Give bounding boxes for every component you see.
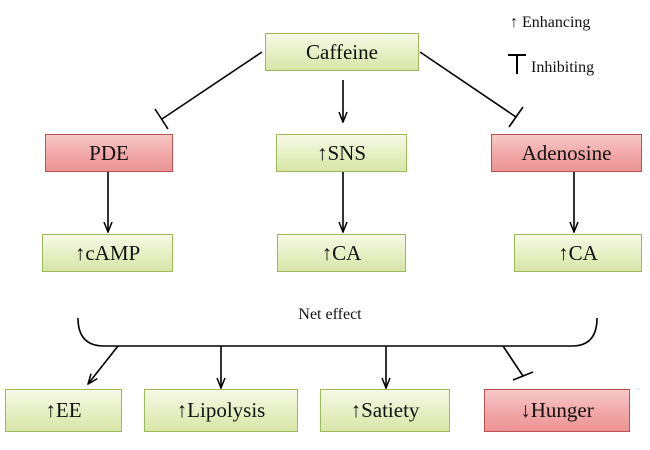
edge-caffeine-adenosine: [419, 51, 517, 118]
node-pde: PDE: [45, 134, 173, 172]
node-hunger: ↓Hunger: [484, 389, 630, 432]
edge-caffeine-pde-bar: [154, 108, 169, 130]
node-satiety: ↑Satiety: [320, 389, 450, 432]
net-effect-bracket: [77, 317, 598, 347]
edge-caffeine-adenosine-bar: [508, 106, 524, 128]
node-sns: ↑SNS: [276, 134, 407, 172]
node-adenosine: Adenosine: [491, 134, 642, 172]
legend-inhibiting-symbol: [508, 54, 526, 74]
node-caffeine: Caffeine: [265, 33, 419, 71]
node-ee: ↑EE: [5, 389, 122, 432]
node-camp: ↑cAMP: [42, 234, 173, 272]
legend-inhibiting-label: Inhibiting: [531, 59, 595, 76]
edge-net-hunger-bar: [512, 371, 534, 381]
edge-net-hunger: [502, 345, 524, 377]
net-effect-label: Net effect: [298, 306, 362, 323]
legend-enhancing: ↑ Enhancing: [510, 14, 590, 32]
legend-enhancing-label: Enhancing: [522, 14, 591, 31]
node-ca-right: ↑CA: [514, 234, 642, 272]
edge-net-ee: [88, 345, 119, 384]
legend-enhancing-symbol: ↑: [510, 14, 518, 31]
edge-caffeine-pde: [161, 51, 263, 120]
node-ca-left: ↑CA: [277, 234, 406, 272]
node-lipolysis: ↑Lipolysis: [144, 389, 298, 432]
